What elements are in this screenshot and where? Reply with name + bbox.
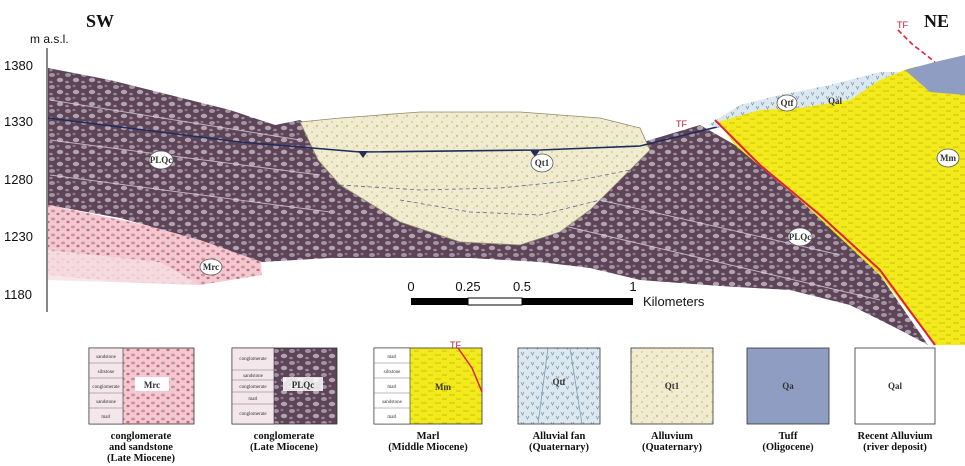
scale-tick-label: 0.5: [513, 279, 531, 294]
label-qal: Qal: [828, 96, 843, 106]
svg-text:conglomerate: conglomerate: [239, 385, 267, 390]
svg-text:Mrc: Mrc: [203, 262, 219, 272]
svg-text:marl: marl: [387, 385, 397, 390]
svg-text:(river deposit): (river deposit): [863, 442, 927, 453]
svg-text:Qa: Qa: [782, 381, 794, 391]
svg-text:Recent Alluvium: Recent Alluvium: [858, 431, 933, 442]
label-plqc-left: PLQc: [149, 151, 173, 169]
svg-text:(Quaternary): (Quaternary): [642, 442, 703, 453]
cross-section: PLQc PLQc Mrc Qt1 Qtf Qal Mm TF TF: [48, 20, 965, 345]
svg-text:PLQc: PLQc: [150, 155, 173, 165]
label-qtf: Qtf: [777, 95, 797, 111]
svg-text:Alluvial fan: Alluvial fan: [533, 431, 586, 442]
y-axis-ticks: 1380 1330 1280 1230 1180: [4, 58, 33, 302]
svg-text:Tuff: Tuff: [779, 431, 798, 442]
svg-text:marl: marl: [387, 415, 397, 420]
legend-item-qtf: Qtf Alluvial fan (Quaternary): [518, 348, 600, 453]
label-mm: Mm: [937, 149, 959, 167]
svg-text:sandstone: sandstone: [243, 374, 264, 379]
svg-text:siltstone: siltstone: [384, 370, 401, 375]
label-mrc: Mrc: [200, 259, 222, 275]
svg-text:conglomerate: conglomerate: [254, 431, 315, 442]
scale-tick-label: 1: [629, 279, 636, 294]
svg-text:PLQc: PLQc: [292, 380, 315, 390]
svg-text:(Quaternary): (Quaternary): [529, 442, 590, 453]
scale-tick-label: 0.25: [455, 279, 480, 294]
ne-label: NE: [924, 11, 949, 31]
svg-text:(Late Miocene): (Late Miocene): [250, 442, 318, 453]
svg-text:(Middle Miocene): (Middle Miocene): [388, 442, 468, 453]
svg-text:Qtf: Qtf: [553, 377, 567, 387]
svg-text:Marl: Marl: [417, 431, 440, 442]
svg-text:Alluvium: Alluvium: [651, 431, 693, 442]
svg-text:(Oligocene): (Oligocene): [762, 442, 814, 453]
legend-item-mrc: sandstone siltstone conglomerate sandsto…: [89, 348, 194, 464]
svg-text:conglomerate: conglomerate: [92, 385, 120, 390]
fault-label-b: TF: [897, 20, 908, 30]
legend-item-qal: Qal Recent Alluvium (river deposit): [855, 348, 935, 453]
y-axis-label: m a.s.l.: [30, 32, 69, 46]
legend-item-qa: Qa Tuff (Oligocene): [747, 348, 829, 453]
svg-text:sandstone: sandstone: [96, 400, 117, 405]
y-tick: 1380: [4, 58, 33, 73]
y-tick: 1180: [4, 287, 32, 302]
svg-text:Qal: Qal: [888, 381, 903, 391]
legend-item-mm: marl siltstone marl sandstone marl TF Mm…: [374, 340, 482, 453]
svg-text:sandstone: sandstone: [96, 355, 117, 360]
svg-text:PLQc: PLQc: [789, 232, 812, 242]
svg-text:Qtf: Qtf: [781, 98, 795, 108]
svg-text:sandstone: sandstone: [382, 400, 403, 405]
y-tick: 1280: [4, 172, 33, 187]
label-qt1: Qt1: [531, 154, 553, 172]
svg-text:Qt1: Qt1: [535, 158, 550, 168]
svg-text:and sandstone: and sandstone: [109, 442, 173, 453]
scale-bar: 0 0.25 0.5 1 Kilometers: [407, 279, 705, 309]
svg-text:TF: TF: [450, 340, 461, 350]
fault-label-a: TF: [676, 119, 687, 129]
legend-item-plqc: conglomerate sandstone conglomerate marl…: [232, 348, 337, 453]
svg-text:(Late Miocene): (Late Miocene): [107, 453, 175, 464]
svg-text:marl: marl: [248, 397, 258, 402]
svg-text:Mrc: Mrc: [144, 380, 160, 390]
svg-text:marl: marl: [387, 355, 397, 360]
svg-text:conglomerate: conglomerate: [239, 412, 267, 417]
scale-unit: Kilometers: [643, 294, 705, 309]
fault-line-dashed: [898, 30, 935, 62]
svg-text:conglomerate: conglomerate: [111, 431, 172, 442]
svg-text:Mm: Mm: [435, 382, 451, 392]
svg-text:marl: marl: [101, 415, 111, 420]
y-tick: 1230: [4, 229, 33, 244]
y-tick: 1330: [4, 114, 33, 129]
label-plqc-right: PLQc: [788, 228, 812, 246]
legend-item-qt1: Qt1 Alluvium (Quaternary): [631, 348, 713, 453]
svg-text:siltstone: siltstone: [98, 370, 115, 375]
svg-text:Mm: Mm: [940, 153, 956, 163]
sw-label: SW: [86, 11, 114, 31]
legend: sandstone siltstone conglomerate sandsto…: [89, 340, 935, 464]
scale-tick-label: 0: [407, 279, 414, 294]
svg-text:Qt1: Qt1: [665, 381, 680, 391]
svg-text:conglomerate: conglomerate: [239, 357, 267, 362]
